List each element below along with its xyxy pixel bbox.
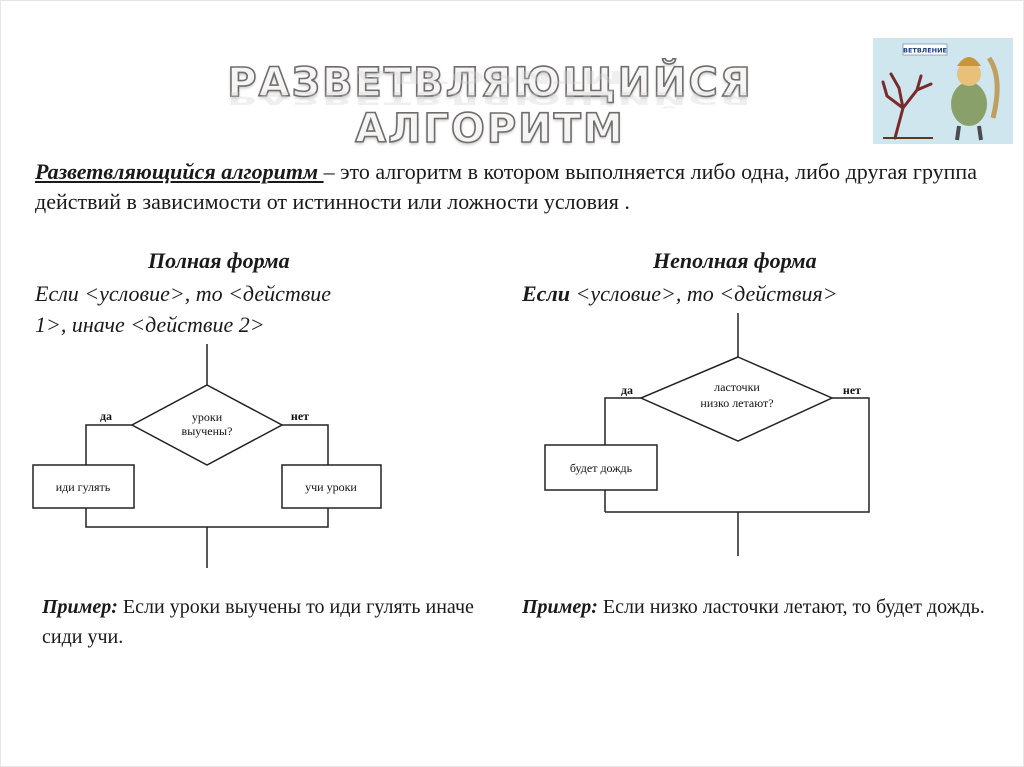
full-no-action-box (281, 464, 382, 509)
partial-example-label: Пример: (522, 596, 598, 618)
partial-form-formula: Если <условие>, то <действия> (522, 278, 838, 309)
partial-yes-action-text: будет дождь (570, 461, 633, 475)
figure-tail (986, 56, 1000, 119)
slide-title: РАЗВЕТВЛЯЮЩИЙСЯ АЛГОРИТМ (226, 59, 753, 153)
full-form-example: Пример: Если уроки выучены то иди гулять… (42, 592, 512, 652)
partial-form-formula-rest: <условие>, то <действия> (569, 281, 838, 306)
full-example-text: Если уроки выучены то иди гулять иначе с… (42, 596, 474, 648)
figure-head (957, 62, 981, 86)
branching-tree-icon: ВЕТВЛЕНИЕ (873, 38, 1013, 144)
picture-background (873, 38, 1013, 144)
full-yes-action-box (32, 464, 135, 509)
full-condition-text-line2: выучены? (182, 424, 233, 438)
full-no-branch-line (282, 424, 329, 465)
definition-term: Разветвляющийся алгоритм (35, 159, 324, 184)
definition-text: – это алгоритм в котором выполняется либ… (35, 159, 977, 214)
full-form-formula: Если <условие>, то <действие 1>, иначе <… (35, 278, 331, 340)
partial-example-text: Если низко ласточки летают, то будет дож… (597, 596, 985, 618)
partial-yes-label: да (621, 383, 633, 397)
full-merge-line (85, 508, 329, 528)
full-condition-diamond (130, 384, 284, 466)
partial-condition-diamond (639, 356, 834, 442)
figure-legs (955, 125, 983, 141)
tree-branches (881, 72, 933, 140)
partial-form-example: Пример: Если низко ласточки летают, то б… (522, 592, 1012, 622)
partial-yes-action-box (544, 444, 658, 491)
full-form-formula-line1: Если <условие>, то <действие (35, 281, 332, 306)
full-example-label: Пример: (42, 596, 118, 618)
figure-body (951, 82, 987, 126)
partial-condition-text-line1: ласточки (714, 380, 760, 394)
full-yes-label: да (100, 409, 112, 423)
partial-form-heading: Неполная форма (653, 248, 817, 273)
full-no-action-text: учи уроки (305, 480, 357, 494)
picture-caption-box (902, 43, 948, 56)
full-form-heading: Полная форма (148, 248, 290, 273)
partial-no-label: нет (843, 383, 861, 397)
full-yes-action-text: иди гулять (56, 480, 111, 494)
full-no-label: нет (291, 409, 309, 423)
picture-caption: ВЕТВЛЕНИЕ (903, 47, 947, 55)
definition-paragraph: Разветвляющийся алгоритм – это алгоритм … (35, 157, 985, 217)
full-yes-branch-line (85, 424, 132, 465)
full-form-formula-line2: 1>, иначе <действие 2> (35, 312, 265, 337)
figure-hair (957, 57, 981, 66)
partial-form-keyword: Если (522, 281, 570, 306)
partial-no-branch-line (605, 397, 870, 513)
partial-condition-text-line2: низко летают? (700, 396, 773, 410)
partial-yes-branch-line (604, 397, 641, 445)
full-condition-text-line1: уроки (192, 410, 223, 424)
